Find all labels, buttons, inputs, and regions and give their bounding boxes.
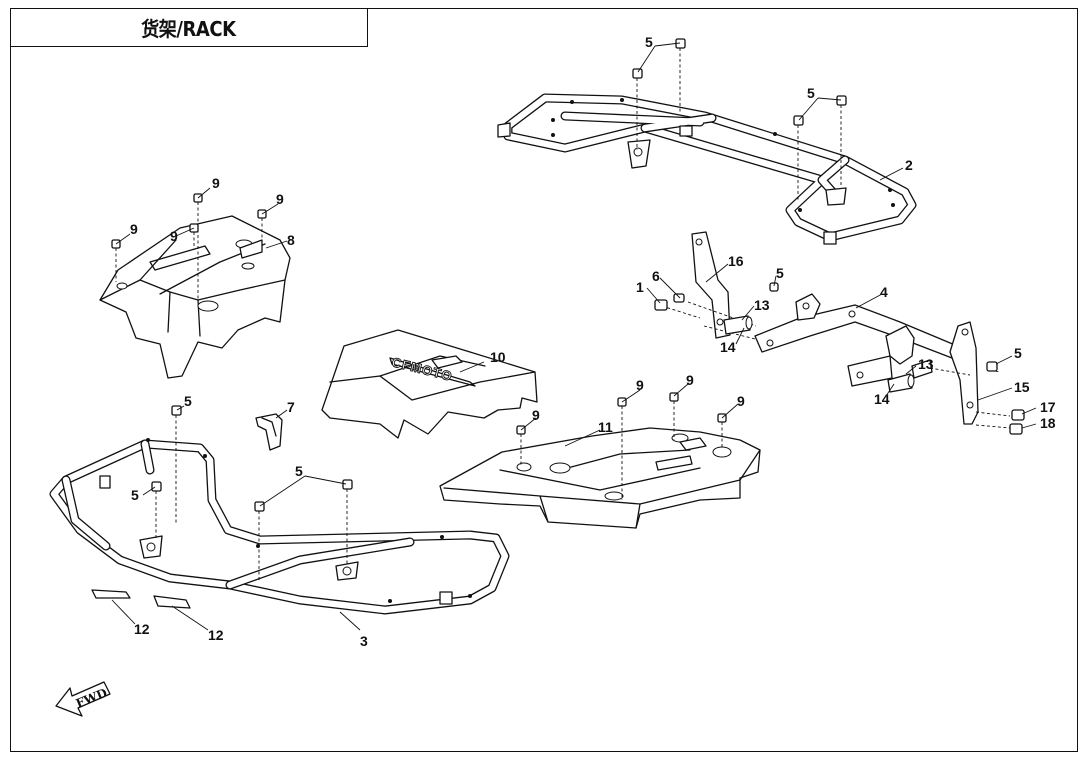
callout-8: 8 (287, 232, 295, 248)
callout-7: 7 (287, 399, 295, 415)
callout-3: 3 (360, 633, 368, 649)
title-block: 货架/RACK (10, 8, 368, 47)
callout-1: 1 (636, 279, 644, 295)
callout-5-d: 5 (1014, 345, 1022, 361)
callout-9-c: 9 (130, 221, 138, 237)
callout-4: 4 (880, 284, 888, 300)
callout-15: 15 (1014, 379, 1030, 395)
leader-lines (111, 42, 1037, 631)
callout-5-g: 5 (131, 487, 139, 503)
callout-13-b: 13 (918, 356, 934, 372)
callout-9-b: 9 (276, 191, 284, 207)
callout-5-f: 5 (295, 463, 303, 479)
part-15-upright-plate (949, 321, 979, 425)
callout-17: 17 (1040, 399, 1056, 415)
callout-11: 11 (598, 419, 613, 435)
part-8-front-cover (99, 215, 291, 379)
callout-labels: 5 5 2 9 9 9 9 8 16 5 6 1 4 13 14 5 13 10… (130, 34, 1056, 649)
drawing-frame (10, 8, 1078, 752)
part-11-rear-cover-plate (439, 427, 761, 529)
callout-9-e: 9 (636, 377, 644, 393)
bolts-and-install-lines (111, 38, 847, 580)
callout-13-a: 13 (754, 297, 770, 313)
callout-5-b: 5 (807, 85, 815, 101)
callout-9-d: 9 (170, 228, 178, 244)
callout-6: 6 (652, 268, 660, 284)
part-4-support-arm (754, 293, 963, 387)
callout-2: 2 (905, 157, 913, 173)
callout-9-a: 9 (212, 175, 220, 191)
callout-9-h: 9 (532, 407, 540, 423)
page-title: 货架/RACK (141, 16, 236, 41)
part-2-rear-rack-frame (497, 93, 917, 245)
callout-12-a: 12 (134, 621, 150, 637)
forward-direction-arrow: FWD (55, 681, 111, 717)
callout-14-a: 14 (720, 339, 736, 355)
part-10-rear-cover: CFMOTO (321, 329, 538, 439)
part-7-clip (255, 413, 283, 451)
callout-10: 10 (490, 349, 506, 365)
callout-5-e: 5 (184, 393, 192, 409)
callout-12-b: 12 (208, 627, 224, 643)
callout-9-g: 9 (737, 393, 745, 409)
part-12-reflectors (91, 589, 191, 609)
callout-16: 16 (728, 253, 744, 269)
callout-5-c: 5 (776, 265, 784, 281)
callout-9-f: 9 (686, 372, 694, 388)
callout-18: 18 (1040, 415, 1056, 431)
hardware-right-cluster (654, 282, 1025, 435)
part-16-upright-plate (691, 231, 731, 339)
callout-14-b: 14 (874, 391, 890, 407)
callout-5-a: 5 (645, 34, 653, 50)
part-3-front-rack-frame (49, 438, 510, 615)
